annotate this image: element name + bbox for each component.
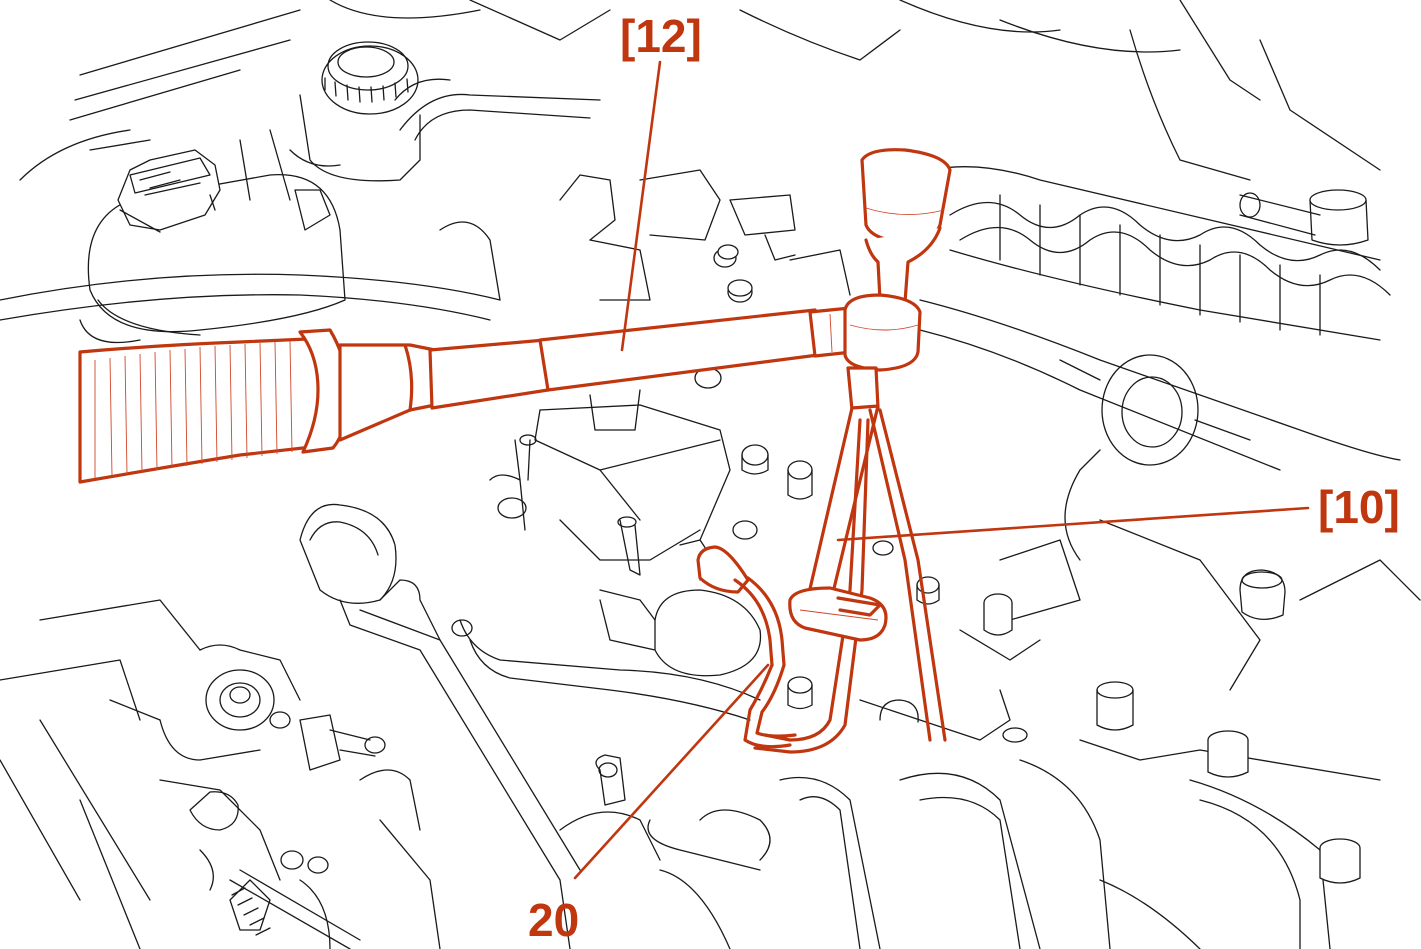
leader-10 [836, 506, 1310, 542]
callout-label-12: [12] [620, 10, 702, 62]
pipe-fitting-20 [696, 545, 797, 749]
callout-label-20: 20 [528, 894, 579, 946]
leader-12 [620, 60, 662, 352]
leader-20 [573, 663, 770, 880]
callout-label-10: [10] [1318, 481, 1400, 533]
callout-leaders [573, 60, 1310, 880]
socket-wrench-extension [78, 306, 854, 484]
t-handle-wrench [753, 148, 952, 754]
